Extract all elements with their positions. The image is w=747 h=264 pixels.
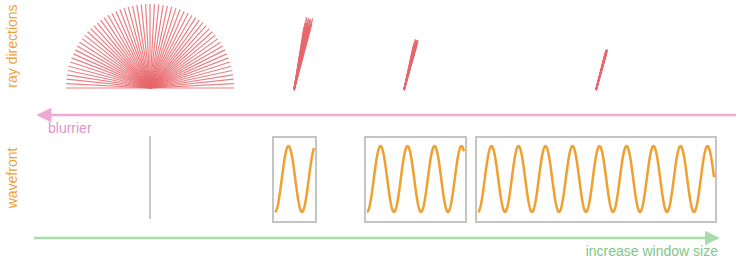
axis-label: wavefront xyxy=(4,148,20,209)
ray xyxy=(294,19,310,90)
ray xyxy=(596,55,605,90)
ray xyxy=(596,54,606,90)
window-frame xyxy=(476,137,716,222)
ray xyxy=(596,53,606,90)
ray xyxy=(404,40,418,90)
blur-arrow xyxy=(38,114,736,117)
ray xyxy=(66,84,150,88)
arrow-label: blurrier xyxy=(48,120,92,136)
sine-wave xyxy=(367,146,464,212)
ray xyxy=(404,43,415,90)
window-frame xyxy=(365,137,466,222)
ray xyxy=(66,79,150,88)
ray xyxy=(404,40,417,90)
ray xyxy=(596,54,606,90)
ray xyxy=(596,49,606,90)
wave-window xyxy=(273,137,316,222)
ray-fans xyxy=(66,4,607,90)
ray xyxy=(404,46,413,90)
wave-window xyxy=(476,137,716,222)
ray xyxy=(294,23,305,90)
axis-label: ray directions xyxy=(4,4,20,87)
ray xyxy=(150,23,203,88)
ray xyxy=(66,87,150,88)
ray xyxy=(596,50,607,90)
ray xyxy=(596,51,606,90)
flat-wavefront xyxy=(149,136,151,219)
ray xyxy=(67,75,150,88)
ray xyxy=(294,18,313,90)
ray xyxy=(404,39,415,90)
ray xyxy=(596,53,606,90)
ray xyxy=(294,27,304,90)
ray xyxy=(404,40,416,90)
ray xyxy=(294,18,309,90)
ray xyxy=(85,35,150,88)
ray xyxy=(294,17,307,90)
arrow-label: increase window size xyxy=(586,243,718,259)
ray xyxy=(150,4,159,88)
ray xyxy=(404,43,414,90)
wave-window xyxy=(365,137,466,222)
ray xyxy=(294,20,308,90)
ray xyxy=(150,5,163,88)
ray xyxy=(596,50,607,90)
ray xyxy=(404,44,417,90)
wave-windows xyxy=(273,137,716,222)
ray xyxy=(596,52,605,90)
ray xyxy=(596,55,605,90)
window-frame xyxy=(273,137,316,222)
sine-wave xyxy=(478,146,714,212)
window-arrow xyxy=(34,237,718,240)
ray xyxy=(150,4,154,88)
ray xyxy=(404,42,417,90)
ray xyxy=(596,50,607,90)
sine-wave xyxy=(275,146,314,212)
